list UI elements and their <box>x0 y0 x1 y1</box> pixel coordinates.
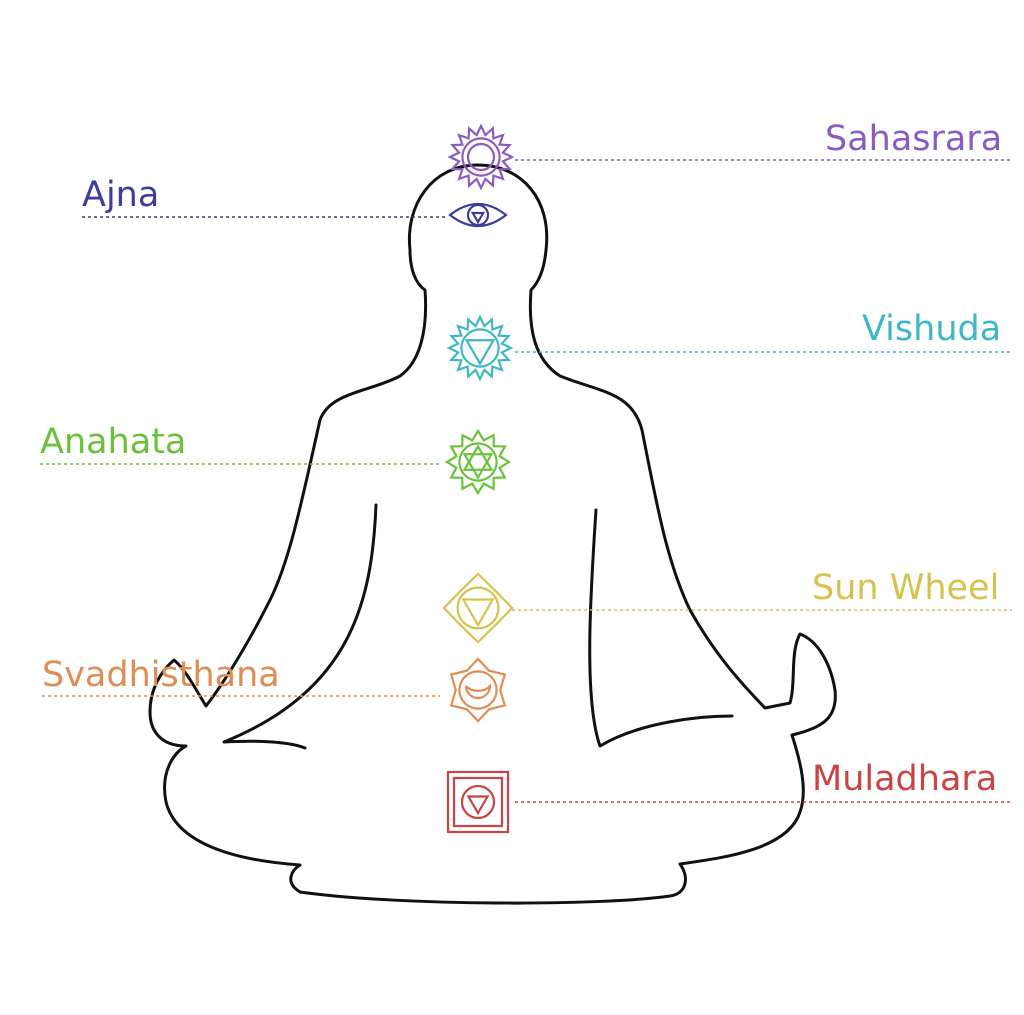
chakra-label-anahata: Anahata <box>40 422 187 462</box>
chakra-label-svadhisthana: Svadhisthana <box>42 655 280 695</box>
right-arm-inner-outline <box>588 508 734 748</box>
left-arm-inner-outline <box>222 503 378 750</box>
chakra-label-muladhara: Muladhara <box>812 759 998 799</box>
chakra-label-sahasrara: Sahasrara <box>825 119 1003 159</box>
meditating-figure-outline <box>148 163 837 905</box>
chakra-label-vishuda: Vishuda <box>862 309 1002 349</box>
chakra-symbol-sahasrara-icon <box>447 123 515 191</box>
chakra-symbol-muladhara-icon <box>446 770 510 834</box>
chakra-symbol-svadhisthana-icon <box>449 657 507 723</box>
body-outline <box>148 163 837 905</box>
chakra-symbol-vishuda-icon <box>446 314 514 382</box>
chakra-symbol-anahata-icon <box>444 428 512 496</box>
chakra-label-sun-wheel: Sun Wheel <box>812 568 1000 608</box>
chakra-symbol-sun-wheel-icon <box>442 572 514 644</box>
chakra-label-ajna: Ajna <box>82 175 160 215</box>
chakra-symbol-ajna-icon <box>448 203 508 227</box>
